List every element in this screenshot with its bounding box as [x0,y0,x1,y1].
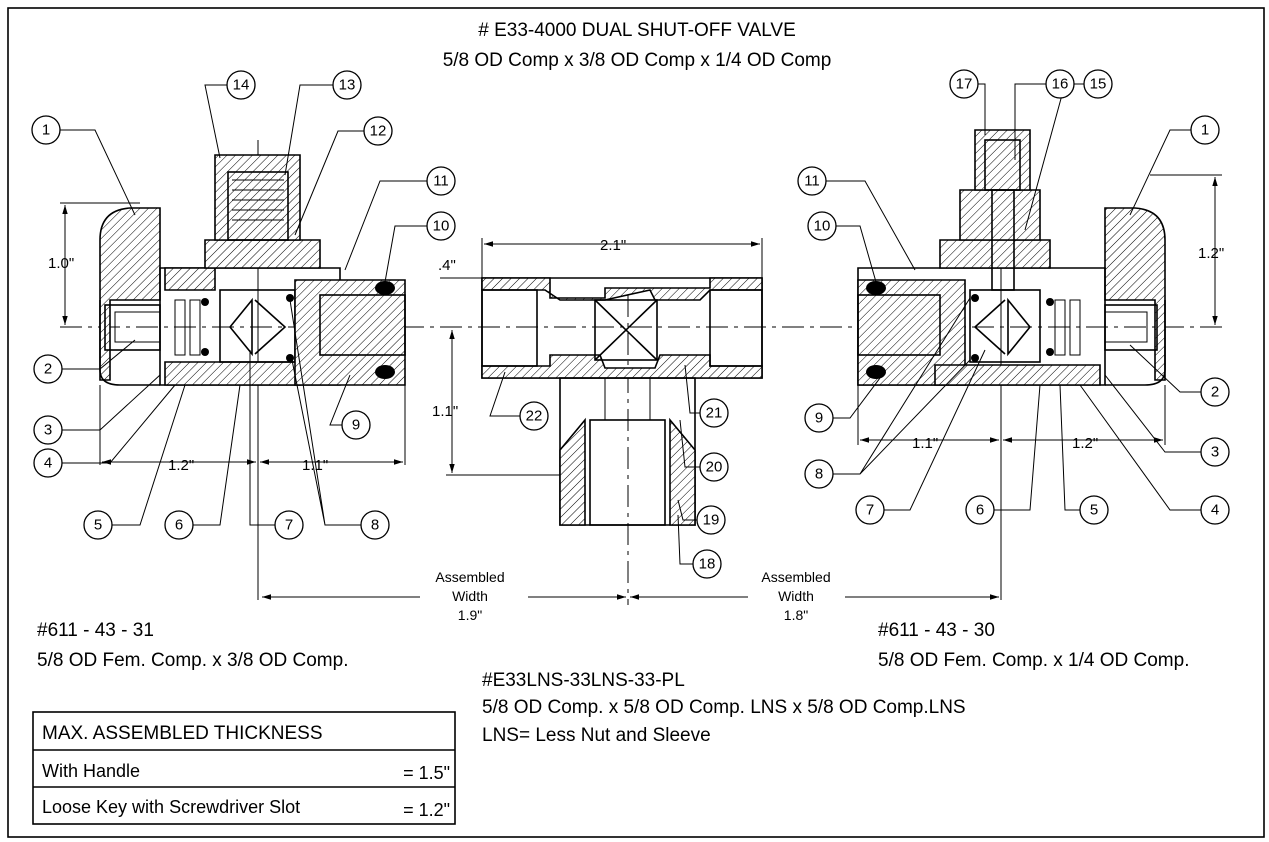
right-height-dim: 1.2" [1198,245,1224,262]
center-dimensions: 2.1" .4" 1.1" [432,237,763,476]
title-line-2: 5/8 OD Comp x 3/8 OD Comp x 1/4 OD Comp [443,50,832,71]
left-top-nut [214,154,301,241]
center-part-desc: 5/8 OD Comp. x 5/8 OD Comp. LNS x 5/8 OD… [482,697,966,718]
svg-text:Assembled: Assembled [435,569,504,585]
center-balloons: 22 21 20 19 18 [489,364,729,579]
thickness-row-1-value: = 1.5" [403,763,450,783]
svg-text:20: 20 [706,459,723,476]
svg-text:7: 7 [866,502,874,519]
svg-text:5: 5 [1090,502,1098,519]
right-assembled-width: Assembled Width 1.8" [630,569,999,623]
svg-text:19: 19 [703,512,720,529]
center-part-number: #E33LNS-33LNS-33-PL [482,670,685,691]
right-valve-assembly [857,129,1166,386]
svg-text:7: 7 [285,517,293,534]
balloon-left-1 [31,115,61,145]
sheet-border [7,7,1265,838]
svg-text:Width: Width [452,588,488,604]
left-width-dim-b: 1.1" [302,457,328,474]
right-width-dim-a: 1.1" [912,435,938,452]
svg-text:15: 15 [1090,76,1107,93]
right-width-dim-b: 1.2" [1072,435,1098,452]
svg-text:Width: Width [778,588,814,604]
svg-text:Assembled: Assembled [761,569,830,585]
title-line-1: # E33-4000 DUAL SHUT-OFF VALVE [478,20,796,41]
right-part-desc: 5/8 OD Fem. Comp. x 1/4 OD Comp. [878,650,1189,671]
svg-text:11: 11 [433,173,449,190]
left-part-desc: 5/8 OD Fem. Comp. x 3/8 OD Comp. [37,650,348,671]
svg-text:21: 21 [706,405,723,422]
svg-text:3: 3 [44,422,52,439]
svg-text:8: 8 [371,517,379,534]
svg-text:1.9": 1.9" [458,607,482,623]
svg-text:10: 10 [433,218,450,235]
svg-text:18: 18 [699,556,716,573]
svg-text:14: 14 [233,77,250,94]
left-height-dim: 1.0" [48,255,74,272]
tee-offset-dim: .4" [438,257,456,274]
right-dimensions: 1.2" 1.1" 1.2" [857,174,1224,452]
svg-text:22: 22 [526,408,543,425]
svg-text:5: 5 [94,517,102,534]
thickness-table: MAX. ASSEMBLED THICKNESS With Handle = 1… [32,711,456,825]
svg-text:6: 6 [976,502,984,519]
svg-text:11: 11 [804,173,820,190]
svg-text:6: 6 [175,517,183,534]
svg-text:17: 17 [956,76,973,93]
svg-text:1: 1 [42,122,50,139]
svg-text:8: 8 [815,466,823,483]
svg-text:2: 2 [1211,384,1219,401]
thickness-row-2-label: Loose Key with Screwdriver Slot [42,797,300,817]
center-tee [481,277,763,526]
svg-text:12: 12 [370,123,387,140]
thickness-table-header: MAX. ASSEMBLED THICKNESS [42,723,323,744]
left-width-dim-a: 1.2" [168,457,194,474]
center-note: LNS= Less Nut and Sleeve [482,725,711,746]
left-dimensions: 1.0" 1.2" 1.1" [48,202,406,474]
svg-text:16: 16 [1052,76,1069,93]
left-balloons: 1 2 3 4 5 6 7 8 9 10 11 12 13 14 [31,70,456,540]
left-part-number: #611 - 43 - 31 [37,620,154,641]
svg-text:9: 9 [352,417,360,434]
svg-text:9: 9 [815,410,823,427]
svg-text:1.8": 1.8" [784,607,808,623]
tee-height-dim: 1.1" [432,403,458,420]
svg-text:1: 1 [1201,122,1209,139]
svg-text:4: 4 [1211,502,1219,519]
left-handle [99,207,161,381]
tee-width-dim: 2.1" [600,237,626,254]
right-top-nut [974,129,1031,191]
right-handle [1104,207,1166,381]
right-part-number: #611 - 43 - 30 [878,620,995,641]
svg-text:10: 10 [814,218,831,235]
left-valve-assembly [99,154,406,386]
thickness-row-1-label: With Handle [42,761,140,781]
thickness-row-2-value: = 1.2" [403,800,450,820]
svg-text:3: 3 [1211,444,1219,461]
right-balloons: 1 2 3 4 5 6 7 8 9 10 11 15 16 17 [797,69,1230,525]
svg-text:13: 13 [339,77,356,94]
left-assembled-width: Assembled Width 1.9" [262,569,626,623]
svg-text:4: 4 [44,455,52,472]
svg-text:2: 2 [44,361,52,378]
